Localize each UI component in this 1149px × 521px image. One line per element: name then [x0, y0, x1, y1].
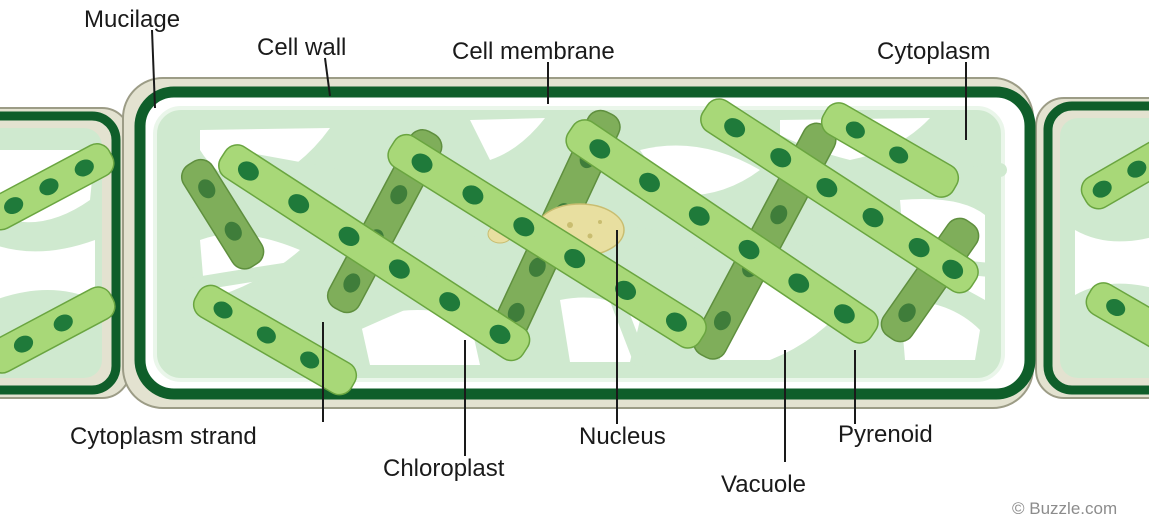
right-neighbor-cell [1036, 98, 1149, 398]
label-cytoplasm-strand: Cytoplasm strand [70, 425, 257, 449]
left-neighbor-cell [0, 108, 130, 398]
main-cell [123, 78, 1033, 408]
label-cell-membrane: Cell membrane [452, 40, 615, 64]
label-vacuole: Vacuole [721, 473, 806, 497]
label-nucleus: Nucleus [579, 425, 666, 449]
label-mucilage: Mucilage [84, 8, 180, 32]
label-cell-wall: Cell wall [257, 36, 346, 60]
label-pyrenoid: Pyrenoid [838, 423, 933, 447]
label-chloroplast: Chloroplast [383, 457, 504, 481]
label-cytoplasm: Cytoplasm [877, 40, 990, 64]
credit-watermark: © Buzzle.com [1012, 500, 1117, 517]
